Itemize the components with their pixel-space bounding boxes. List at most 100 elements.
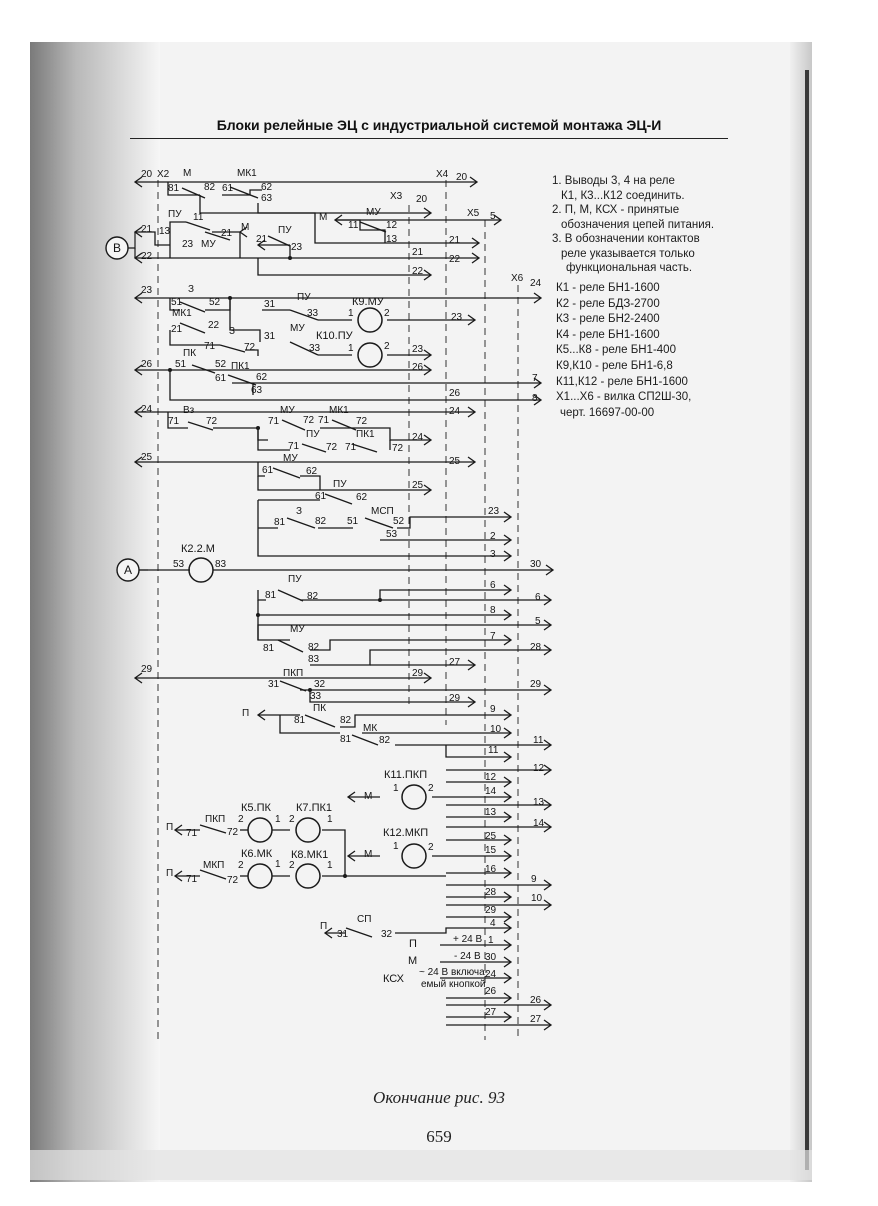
- diagram-label: 72: [303, 415, 315, 426]
- diagram-label: 61: [315, 491, 327, 502]
- diagram-label: З: [229, 326, 235, 337]
- diagram-label: 71: [168, 416, 180, 427]
- note-line: 1. Выводы 3, 4 на реле: [552, 175, 675, 187]
- diagram-label: ПК: [313, 703, 326, 714]
- diagram-label: П: [242, 708, 249, 719]
- diagram-label: 72: [244, 342, 256, 353]
- diagram-label: 16: [485, 864, 497, 875]
- diagram-label: СП: [357, 914, 371, 925]
- header-rule: [130, 138, 728, 139]
- diagram-label: 62: [306, 466, 318, 477]
- diagram-label: 51: [171, 297, 183, 308]
- diagram-label: 82: [307, 591, 319, 602]
- diagram-label: 53: [173, 559, 185, 570]
- diagram-label: 61: [222, 183, 234, 194]
- diagram-label: 23: [291, 242, 303, 253]
- diagram-label: 31: [337, 929, 349, 940]
- diagram-label: 27: [530, 1014, 542, 1025]
- diagram-label: 21: [449, 235, 461, 246]
- diagram-label: К6.МК: [241, 848, 273, 860]
- diagram-label: МУ: [366, 207, 381, 218]
- diagram-label: 20: [416, 194, 428, 205]
- note-line: обозначения цепей питания.: [561, 218, 715, 231]
- diagram-label: 21: [221, 228, 233, 239]
- diagram-label: 71: [345, 442, 357, 453]
- diagram-label: МУ: [283, 453, 298, 464]
- connector-guides: [157, 180, 519, 1040]
- diagram-label: К10.ПУ: [316, 330, 354, 342]
- supply-ac-rail: КСХ: [383, 973, 405, 985]
- diagram-label: 1: [327, 814, 333, 825]
- diagram-label: 71: [186, 874, 198, 885]
- relay-coil-k9: [357, 307, 383, 333]
- diagram-label: 2: [490, 531, 496, 542]
- diagram-label: 33: [309, 343, 321, 354]
- diagram-label: 1: [327, 860, 333, 871]
- diagram-label: 81: [274, 517, 286, 528]
- terminal-circles: [105, 236, 140, 582]
- diagram-label: 29: [412, 668, 424, 679]
- diagram-label: 71: [318, 415, 330, 426]
- legend-line: черт. 16697-00-00: [560, 406, 655, 419]
- terminal-letters: В А: [113, 241, 132, 577]
- diagram-label: 2: [238, 860, 244, 871]
- diagram-label: 7: [490, 631, 496, 642]
- diagram-label: 15: [485, 845, 497, 856]
- diagram-label: 10: [490, 724, 502, 735]
- diagram-label: 62: [356, 492, 368, 503]
- legend-line: К9,К10 - реле БН1-6,8: [556, 359, 673, 372]
- diagram-label: 29: [485, 905, 497, 916]
- diagram-label: 23: [412, 344, 424, 355]
- diagram-label: 14: [485, 786, 497, 797]
- diagram-label: ПК1: [231, 361, 250, 372]
- diagram-label: 13: [533, 797, 545, 808]
- diagram-label: 12: [485, 772, 497, 783]
- diagram-label: Х2: [157, 169, 170, 180]
- diagram-label: 24: [530, 278, 542, 289]
- diagram-label: 31: [268, 679, 280, 690]
- note-line: 2. П, М, КСХ - принятые: [552, 204, 680, 216]
- diagram-label: Х4: [436, 169, 449, 180]
- diagram-label: 26: [530, 995, 542, 1006]
- diagram-label: 29: [530, 679, 542, 690]
- diagram-label: 22: [412, 266, 424, 277]
- diagram-label: 52: [393, 516, 405, 527]
- relay-coil-k8: [295, 863, 321, 889]
- relay-coil-k6: [247, 863, 273, 889]
- diagram-label: МУ: [290, 323, 305, 334]
- supply-plus-rail: П: [409, 938, 417, 950]
- diagram-label: 81: [340, 734, 352, 745]
- diagram-label: 27: [485, 1007, 497, 1018]
- diagram-label: 71: [268, 416, 280, 427]
- diagram-label: МСП: [371, 506, 394, 517]
- diagram-label: 7: [532, 373, 538, 384]
- diagram-label: М: [364, 791, 372, 802]
- diagram-label: МУ: [280, 405, 295, 416]
- relay-coils: [188, 307, 427, 889]
- diagram-label: К8.МК1: [291, 849, 328, 861]
- diagram-label: 21: [171, 324, 183, 335]
- diagram-label: М: [364, 849, 372, 860]
- diagram-label: 21: [141, 224, 153, 235]
- diagram-label: ПУ: [288, 574, 302, 585]
- diagram-label: 2: [428, 783, 434, 794]
- diagram-label: 2: [289, 814, 295, 825]
- diagram-label: 82: [308, 642, 320, 653]
- diagram-label: 51: [175, 359, 187, 370]
- diagram-label: Х6: [511, 273, 524, 284]
- diagram-label: 2: [289, 860, 295, 871]
- legend-line: К5...К8 - реле БН1-400: [556, 344, 676, 357]
- wires: [135, 181, 552, 1026]
- diagram-label: 72: [227, 875, 239, 886]
- diagram-label: 20: [141, 169, 153, 180]
- diagram-label: ПУ: [297, 292, 311, 303]
- supply-minus-label: - 24 В: [454, 951, 481, 962]
- diagram-label: МК1: [172, 308, 192, 319]
- diagram-label: 82: [379, 735, 391, 746]
- diagram-label: 81: [265, 590, 277, 601]
- diagram-label: 72: [356, 416, 368, 427]
- diagram-label: 2: [428, 842, 434, 853]
- diagram-label: 28: [530, 642, 542, 653]
